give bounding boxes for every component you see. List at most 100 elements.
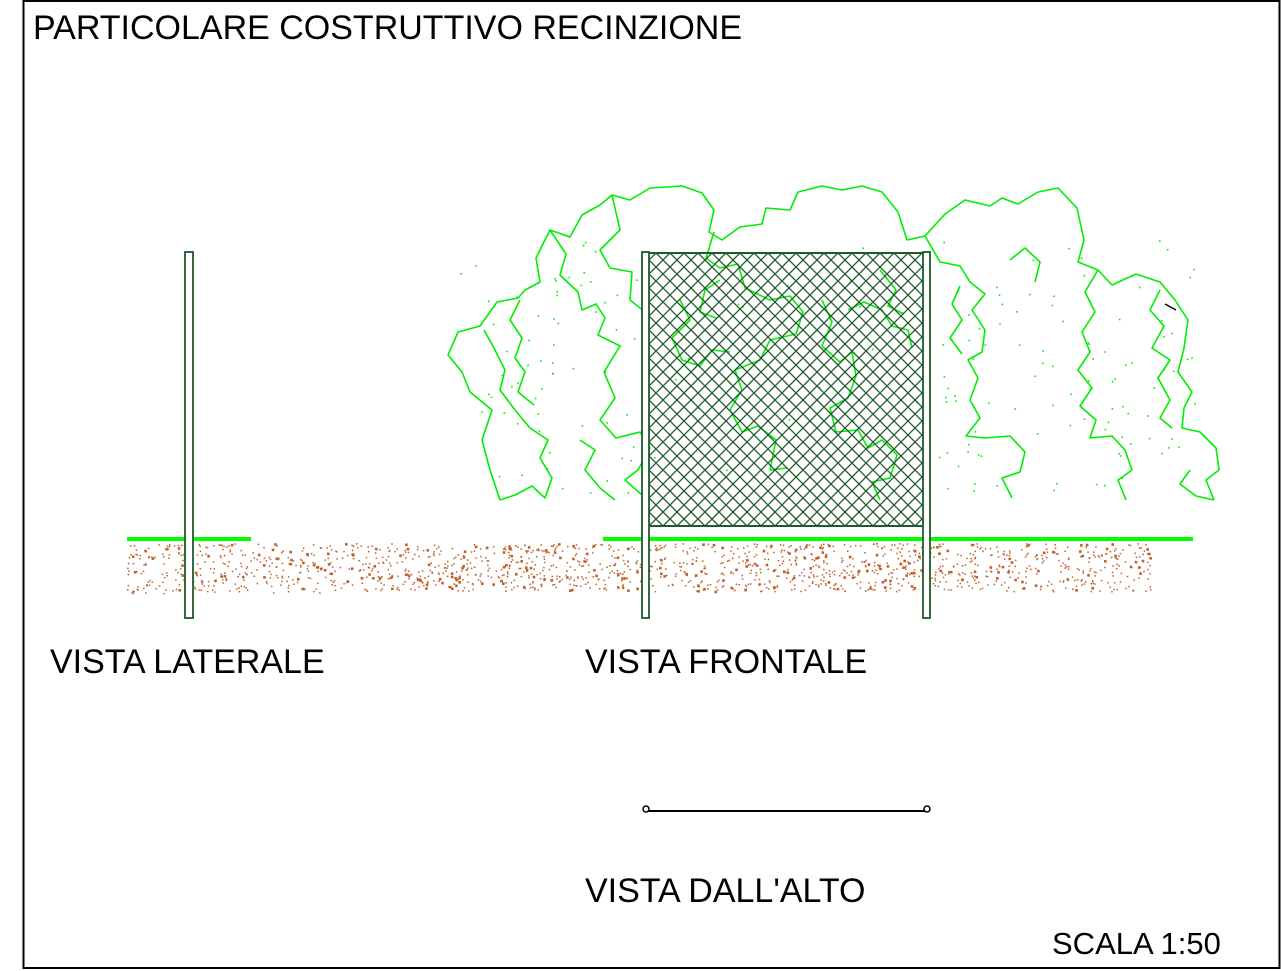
- soil-speck: [1014, 565, 1016, 568]
- soil-speck: [535, 556, 538, 558]
- soil-speck: [552, 545, 554, 548]
- soil-speck: [207, 580, 210, 583]
- soil-speck: [836, 587, 840, 591]
- soil-speck: [407, 573, 409, 575]
- mesh-wire: [844, 447, 923, 526]
- soil-speck: [794, 550, 796, 553]
- mesh-wire: [690, 293, 923, 526]
- soil-speck: [702, 560, 704, 562]
- soil-speck: [158, 585, 161, 587]
- soil-speck: [391, 576, 394, 579]
- soil-speck: [957, 579, 959, 582]
- soil-speck: [623, 559, 625, 562]
- soil-speck: [529, 566, 533, 570]
- soil-speck: [536, 573, 538, 576]
- soil-speck: [1064, 567, 1066, 569]
- soil-speck: [979, 588, 982, 591]
- soil-speck: [971, 560, 973, 562]
- soil-speck: [948, 573, 950, 575]
- soil-speck: [200, 581, 203, 583]
- soil-speck: [220, 573, 222, 575]
- soil-speck: [399, 554, 402, 557]
- soil-speck: [875, 569, 877, 571]
- soil-speck: [907, 561, 909, 563]
- soil-speck: [405, 573, 408, 577]
- soil-speck: [383, 584, 385, 586]
- soil-speck: [961, 578, 964, 582]
- soil-speck: [659, 547, 662, 550]
- foliage-dot: [492, 323, 495, 326]
- soil-speck: [366, 590, 369, 593]
- soil-speck: [459, 575, 461, 577]
- soil-speck: [1107, 582, 1109, 584]
- mesh-wire: [900, 503, 923, 526]
- soil-speck: [823, 576, 825, 578]
- soil-speck: [1100, 554, 1103, 556]
- foliage-dot: [521, 474, 523, 477]
- soil-speck: [660, 572, 663, 576]
- mesh-wire: [767, 253, 923, 409]
- soil-speck: [889, 579, 892, 583]
- soil-speck: [554, 549, 556, 551]
- soil-speck: [133, 571, 137, 574]
- soil-speck: [509, 554, 511, 557]
- foliage-dot: [726, 469, 728, 472]
- soil-speck: [1054, 547, 1057, 549]
- shrub-branch-tip: [1164, 303, 1177, 311]
- soil-speck: [986, 575, 989, 578]
- soil-speck: [1104, 566, 1106, 569]
- soil-speck: [1040, 586, 1042, 588]
- soil-speck: [970, 543, 974, 547]
- soil-speck: [481, 582, 484, 585]
- soil-speck: [451, 587, 454, 590]
- soil-speck: [1039, 588, 1042, 591]
- foliage-dot: [1018, 344, 1021, 346]
- soil-speck: [377, 580, 379, 582]
- foliage-dot: [687, 357, 690, 360]
- foliage-dot: [555, 280, 557, 282]
- soil-speck: [652, 584, 654, 587]
- soil-speck: [540, 544, 542, 546]
- soil-speck: [716, 589, 719, 591]
- soil-speck: [534, 564, 536, 566]
- foliage-dot: [978, 454, 980, 456]
- soil-speck: [1112, 575, 1114, 577]
- soil-speck: [707, 543, 709, 546]
- soil-speck: [315, 588, 317, 590]
- soil-speck: [547, 551, 549, 553]
- soil-speck: [623, 571, 626, 573]
- soil-speck: [1089, 569, 1091, 572]
- soil-speck: [290, 558, 293, 562]
- soil-speck: [746, 559, 749, 562]
- soil-speck: [473, 544, 476, 546]
- foliage-dot: [1037, 433, 1039, 435]
- soil-speck: [611, 570, 613, 573]
- soil-speck: [263, 557, 266, 560]
- soil-speck: [520, 556, 523, 558]
- soil-speck: [765, 545, 768, 548]
- soil-speck: [1080, 580, 1083, 582]
- soil-speck: [1055, 553, 1058, 555]
- soil-speck: [401, 561, 403, 563]
- soil-speck: [163, 592, 165, 595]
- soil-speck: [246, 566, 249, 568]
- soil-speck: [474, 573, 477, 576]
- soil-speck: [1008, 557, 1012, 561]
- soil-speck: [745, 562, 747, 564]
- soil-speck: [306, 553, 309, 557]
- soil-speck: [534, 588, 536, 591]
- soil-speck: [791, 579, 794, 581]
- foliage-dot: [556, 291, 559, 293]
- soil-speck: [787, 551, 789, 553]
- soil-speck: [276, 557, 280, 561]
- soil-speck: [749, 563, 751, 566]
- soil-speck: [896, 552, 898, 555]
- soil-speck: [246, 573, 248, 576]
- mesh-wire: [649, 253, 867, 471]
- foliage-dot: [481, 411, 483, 413]
- foliage-dot: [1051, 365, 1054, 368]
- soil-speck: [891, 576, 893, 579]
- mesh-wire: [1104, 253, 1281, 526]
- soil-speck: [1025, 554, 1028, 556]
- soil-speck: [359, 569, 362, 571]
